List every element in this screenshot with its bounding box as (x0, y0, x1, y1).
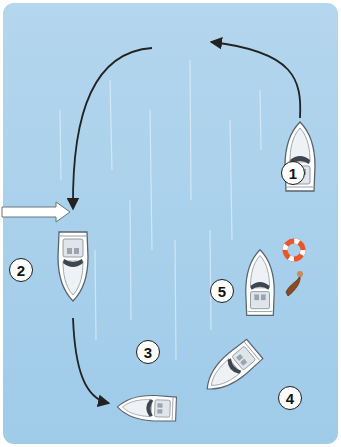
callout-number: 4 (286, 391, 294, 406)
callout-circle: 3 (136, 340, 160, 364)
callout-circle: 4 (278, 386, 302, 410)
course-arrow (73, 48, 152, 208)
callout-number: 3 (144, 345, 152, 360)
boat (117, 394, 177, 422)
person-in-water (286, 276, 300, 296)
callout-circle: 2 (9, 258, 33, 282)
course-arrow (212, 42, 300, 118)
life-ring (285, 241, 303, 259)
water-ground (2, 2, 339, 445)
boat (246, 250, 275, 316)
callout-number: 1 (289, 166, 297, 181)
course-arrow (73, 318, 108, 403)
boat (58, 232, 88, 301)
callout-circle: 1 (281, 161, 305, 185)
callout-number: 5 (218, 284, 226, 299)
callout-circle: 5 (210, 279, 234, 303)
wave-streaks (60, 60, 261, 360)
boat (199, 339, 264, 400)
wind-arrow (2, 202, 70, 222)
person-head (297, 271, 303, 277)
callout-number: 2 (17, 263, 25, 278)
